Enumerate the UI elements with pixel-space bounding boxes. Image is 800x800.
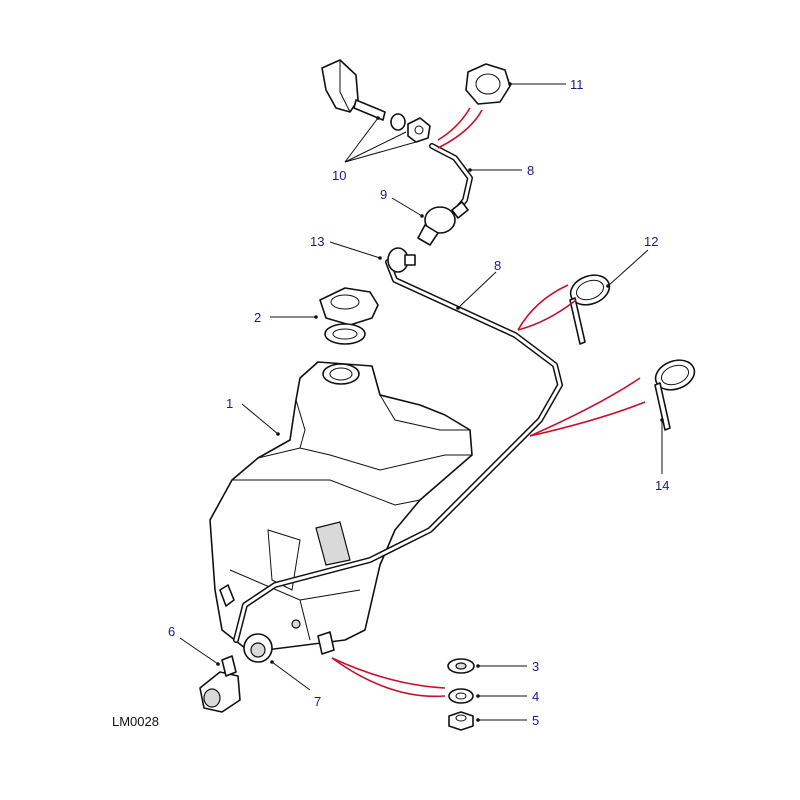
callout-12: 12 — [644, 234, 658, 249]
filler-cap — [319, 287, 379, 345]
washer-pump — [199, 655, 241, 713]
callout-3: 3 — [532, 659, 539, 674]
callout-14: 14 — [655, 478, 669, 493]
callout-2: 2 — [254, 310, 261, 325]
cable-tie-12 — [569, 274, 611, 345]
callout-labels: 1 2 3 4 5 6 7 8 8 9 10 11 12 13 14 — [168, 77, 669, 728]
leader-lines — [179, 82, 664, 722]
callout-9: 9 — [380, 187, 387, 202]
pump-grommet — [243, 633, 273, 663]
red-association-lines — [331, 107, 646, 698]
jet-bracket — [321, 59, 431, 143]
callout-8-lower: 8 — [494, 258, 501, 273]
callout-11: 11 — [570, 77, 584, 92]
washer-3 — [447, 658, 475, 674]
cable-tie-14 — [654, 359, 696, 431]
non-return-valve — [417, 201, 469, 246]
spring-washer-4 — [448, 688, 474, 704]
callout-4: 4 — [532, 689, 539, 704]
callout-6: 6 — [168, 624, 175, 639]
callout-8-upper: 8 — [527, 163, 534, 178]
hose-connector — [387, 247, 416, 273]
nut-5 — [448, 711, 474, 731]
callout-7: 7 — [314, 694, 321, 709]
callout-10: 10 — [332, 168, 346, 183]
callout-5: 5 — [532, 713, 539, 728]
diagram-reference-code: LM0028 — [112, 714, 159, 729]
hose-clip — [465, 63, 511, 105]
washer-reservoir — [209, 361, 473, 655]
callout-1: 1 — [226, 396, 233, 411]
callout-13: 13 — [310, 234, 324, 249]
